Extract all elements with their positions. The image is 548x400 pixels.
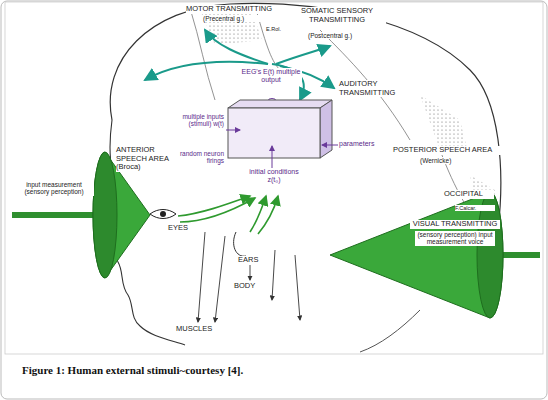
figure-label: multiple inputs (stimuli) w(t) xyxy=(176,113,224,128)
figure-label: random neuron firings xyxy=(176,150,224,165)
figure-label: AUDITORY TRANSMITTING xyxy=(339,80,409,97)
initial-arrow xyxy=(272,146,273,168)
figure-label: initial conditions z(t₀) xyxy=(244,168,304,184)
output-arrows xyxy=(145,30,334,100)
figure-label: OCCIPITAL xyxy=(444,190,494,199)
figure-label: EEG's E(t) multiple output xyxy=(240,68,302,84)
figure-label: parameters xyxy=(339,140,389,148)
ear xyxy=(234,232,246,256)
nerve-arrows xyxy=(198,232,300,322)
figure-label: EYES xyxy=(168,224,198,233)
brain-sulci xyxy=(190,6,490,240)
neck xyxy=(360,310,420,352)
input-bar xyxy=(12,212,102,218)
figure-label: (sensory perception) input measurement v… xyxy=(415,231,495,246)
system-box xyxy=(228,108,320,158)
figure-label: EARS xyxy=(238,256,268,265)
figure-caption: Figure 1: Human external stimuli~courtes… xyxy=(22,364,522,377)
input-cone xyxy=(330,192,503,318)
figure-label: (Wernicke) xyxy=(420,157,470,164)
figure-label: (Postcentral g.) xyxy=(308,32,378,39)
figure-label: POSTERIOR SPEECH AREA xyxy=(393,146,503,155)
figure-label: SOMATIC SENSORY TRANSMITTING xyxy=(288,7,386,24)
figure-label: BODY xyxy=(234,282,264,291)
parameter-arrow xyxy=(322,145,338,146)
figure-frame xyxy=(5,2,543,354)
figure-label: F.Calcar. xyxy=(455,205,495,211)
figure-label: VISUAL TRANSMITTING xyxy=(410,220,500,229)
figure-label: ANTERIOR SPEECH AREA (Broca) xyxy=(116,146,178,172)
figure-label: (Precentral g.) xyxy=(203,15,273,22)
figure-label: MUSCLES xyxy=(176,325,226,334)
cone-base xyxy=(93,152,117,278)
figure-label: E.Rol. xyxy=(266,26,296,32)
box-top xyxy=(228,100,332,108)
eye xyxy=(150,210,176,219)
pupil xyxy=(160,211,166,217)
input-arrow xyxy=(226,130,240,131)
box-side xyxy=(320,100,332,158)
figure-label: input measurement (sensory perception) xyxy=(14,181,94,196)
figure-label: MOTOR TRANSMITTING xyxy=(186,5,276,14)
